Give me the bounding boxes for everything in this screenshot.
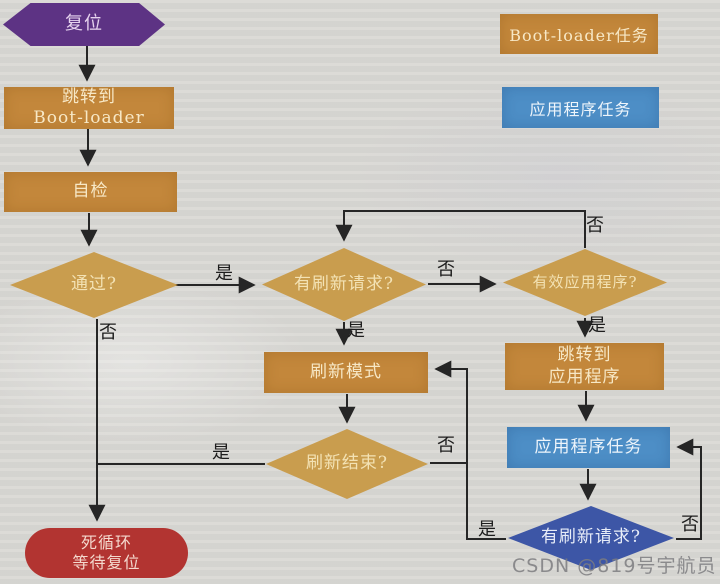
edge-label-app-refresh-no: 否 [681, 514, 699, 535]
edge-label-valid-app-yes: 是 [588, 315, 606, 336]
edge-label-valid-app-no: 否 [586, 215, 604, 236]
node-self-check: 自检 [4, 172, 177, 212]
edge-label-refresh-request-no: 否 [437, 259, 455, 280]
edge-app-refresh-no-loop-to-app-task [676, 438, 702, 540]
node-app-task: 应用程序任务 [507, 427, 670, 468]
node-dead-loop: 死循环 等待复位 [25, 528, 188, 578]
edge-valid-app-no-loop-to-refresh-request [335, 210, 586, 248]
edge-label-refresh-request-yes: 是 [347, 320, 365, 341]
edge-label-refresh-done-yes: 是 [212, 442, 230, 463]
legend-app-task: 应用程序任务 [502, 87, 659, 128]
watermark: CSDN @819号宇航员 [512, 555, 717, 577]
node-reset: 复位 [3, 3, 165, 46]
node-jump-bootloader: 跳转到 Boot-loader [4, 87, 174, 129]
node-refresh-mode: 刷新模式 [264, 352, 428, 393]
edge-label-pass-no: 否 [99, 322, 117, 343]
edge-label-app-refresh-yes: 是 [478, 519, 496, 540]
edge-label-pass-yes: 是 [215, 263, 233, 284]
edge-app-refresh-yes-to-refresh-mode [434, 360, 506, 540]
legend-bootloader-task: Boot-loader任务 [500, 14, 658, 54]
edge-label-refresh-done-no: 否 [437, 435, 455, 456]
node-jump-app: 跳转到 应用程序 [505, 343, 664, 390]
